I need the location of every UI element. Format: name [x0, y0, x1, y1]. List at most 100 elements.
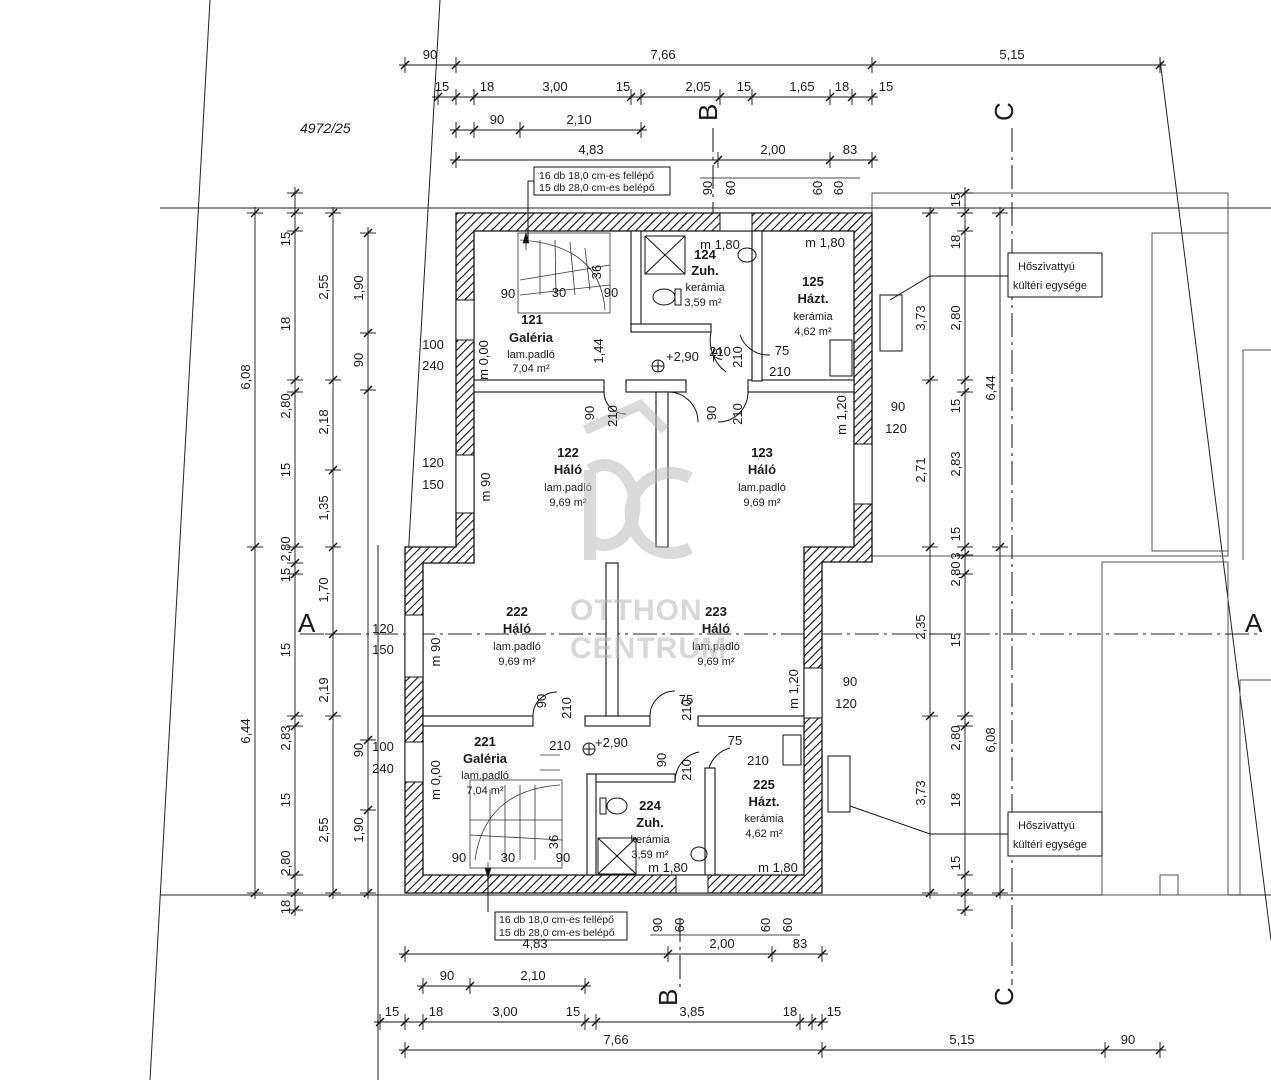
top_r1-tick	[1155, 60, 1165, 70]
opening-label: 60	[723, 181, 738, 195]
right_c2-label: 2,80	[948, 305, 963, 330]
stair-note-lower: 16 db 18,0 cm-es fellépő 15 db 28,0 cm-e…	[487, 875, 628, 941]
top_r4-label: 83	[843, 142, 857, 157]
left_c4-label: 1,90	[351, 817, 366, 842]
interior-dim-label: 210	[679, 699, 694, 721]
interior-dim-label: m 1,80	[700, 237, 740, 252]
bot_r1-label: 90	[1121, 1032, 1135, 1047]
room-label-222: 222 Háló lam.padló 9,69 m²	[493, 604, 541, 668]
svg-text:125: 125	[802, 274, 824, 289]
right_c2-tick	[960, 188, 970, 198]
room-label-121: 121 Galéria lam.padló 7,04 m²	[507, 312, 555, 375]
right_total-label: 6,08	[983, 727, 998, 752]
bot_r1-label: 5,15	[949, 1032, 974, 1047]
right_c1-label: 2,71	[913, 457, 928, 482]
left_c3-label: 2,19	[316, 677, 331, 702]
interior-dim-label: 100	[372, 739, 394, 754]
interior-dim-label: 210	[549, 738, 571, 753]
right_c2-label: 2,80	[948, 561, 963, 586]
top_r1-tick	[867, 60, 877, 70]
bot_r2-label: 18	[429, 1004, 443, 1019]
right_c2-label: 2,80	[948, 725, 963, 750]
interior-dim-label: 210	[769, 364, 791, 379]
interior-dim-label: m 1,80	[758, 860, 798, 875]
left_c2-tick	[290, 208, 300, 218]
svg-text:lam.padló: lam.padló	[507, 349, 555, 361]
svg-text:7,04 m²: 7,04 m²	[512, 363, 550, 375]
left_c3-label: 2,18	[316, 409, 331, 434]
top_r1-tick	[451, 60, 461, 70]
left_c2-tick	[290, 721, 300, 731]
bot_r2-tick	[375, 1017, 385, 1027]
left_c3-label: 2,55	[316, 274, 331, 299]
svg-text:121: 121	[521, 312, 543, 327]
stairs-lower	[469, 754, 563, 880]
right_c2-label: 18	[948, 235, 963, 249]
svg-text:lam.padló: lam.padló	[692, 641, 740, 653]
axis-label-c-top: C	[989, 102, 1019, 121]
svg-text:kerámia: kerámia	[744, 813, 784, 825]
left_total-label: 6,44	[238, 718, 253, 743]
left_c3-label: 2,55	[316, 817, 331, 842]
opening-label: 90	[700, 181, 715, 195]
svg-text:222: 222	[506, 604, 528, 619]
axis-label-b-top: B	[693, 104, 723, 121]
left_c3-tick	[328, 542, 338, 552]
left_c4-tick	[363, 228, 373, 238]
svg-text:Háló: Háló	[503, 621, 531, 636]
right_c2-label: 3	[948, 552, 963, 559]
right_c2-label: 18	[948, 793, 963, 807]
svg-text:Zuh.: Zuh.	[691, 263, 718, 278]
interior-dim-label: 210	[730, 403, 745, 425]
svg-text:Galéria: Galéria	[463, 751, 508, 766]
svg-text:Háló: Háló	[554, 462, 582, 477]
svg-text:Galéria: Galéria	[509, 330, 554, 345]
bot_r2-tick	[591, 1017, 601, 1027]
watermark-logo: OTTHON CENTRUM	[570, 399, 726, 665]
bot_r3-tick	[418, 981, 428, 991]
right_c2-tick	[960, 375, 970, 385]
interior-dim-label: 75	[775, 343, 789, 358]
interior-dim-label: 120	[835, 696, 857, 711]
external-walls	[404, 212, 873, 894]
svg-text:+2,90: +2,90	[595, 735, 628, 750]
left_c3-tick	[328, 629, 338, 639]
room-label-224: 224 Zuh. kerámia 3,59 m²	[630, 798, 670, 861]
interior-dim-label: 210	[730, 346, 745, 368]
top_r2-tick	[715, 92, 725, 102]
left_c2-tick	[290, 387, 300, 397]
interior-dim-label: 120	[372, 621, 394, 636]
top_r3-tick	[515, 125, 525, 135]
bot_r1-tick	[1100, 1045, 1110, 1055]
room-label-221: 221 Galéria lam.padló 7,04 m²	[461, 734, 509, 797]
bot_r4-tick	[663, 949, 673, 959]
left_c2-tick	[290, 569, 300, 579]
left_total-label: 6,08	[238, 364, 253, 389]
left_c2-label: 18	[278, 317, 293, 331]
interior-dim-label: 150	[372, 642, 394, 657]
top_r3-label: 2,10	[566, 112, 591, 127]
interior-dim-label: 90	[556, 850, 570, 865]
svg-text:223: 223	[705, 604, 727, 619]
bot_r1-tick	[400, 1045, 410, 1055]
svg-text:Hőszivattyú: Hőszivattyú	[1018, 820, 1075, 832]
right_c2-label: 15	[948, 633, 963, 647]
left_c3-label: 1,70	[316, 577, 331, 602]
interior-dim-label: 210	[747, 753, 769, 768]
left_c3-tick	[328, 465, 338, 475]
bot_r2-label: 15	[566, 1004, 580, 1019]
right_total-label: 6,44	[983, 375, 998, 400]
right_c2-tick	[960, 711, 970, 721]
top_r2-label: 1,65	[789, 79, 814, 94]
right_c1-label: 3,73	[913, 780, 928, 805]
svg-text:4,62 m²: 4,62 m²	[794, 326, 832, 338]
svg-text:kerámia: kerámia	[793, 311, 833, 323]
interior-dim-label: 150	[422, 477, 444, 492]
interior-dim-label: 75	[710, 348, 725, 362]
windows	[404, 212, 903, 894]
top_r1-label: 7,66	[650, 47, 675, 62]
interior-dim-label: 120	[885, 421, 907, 436]
svg-text:123: 123	[751, 445, 773, 460]
